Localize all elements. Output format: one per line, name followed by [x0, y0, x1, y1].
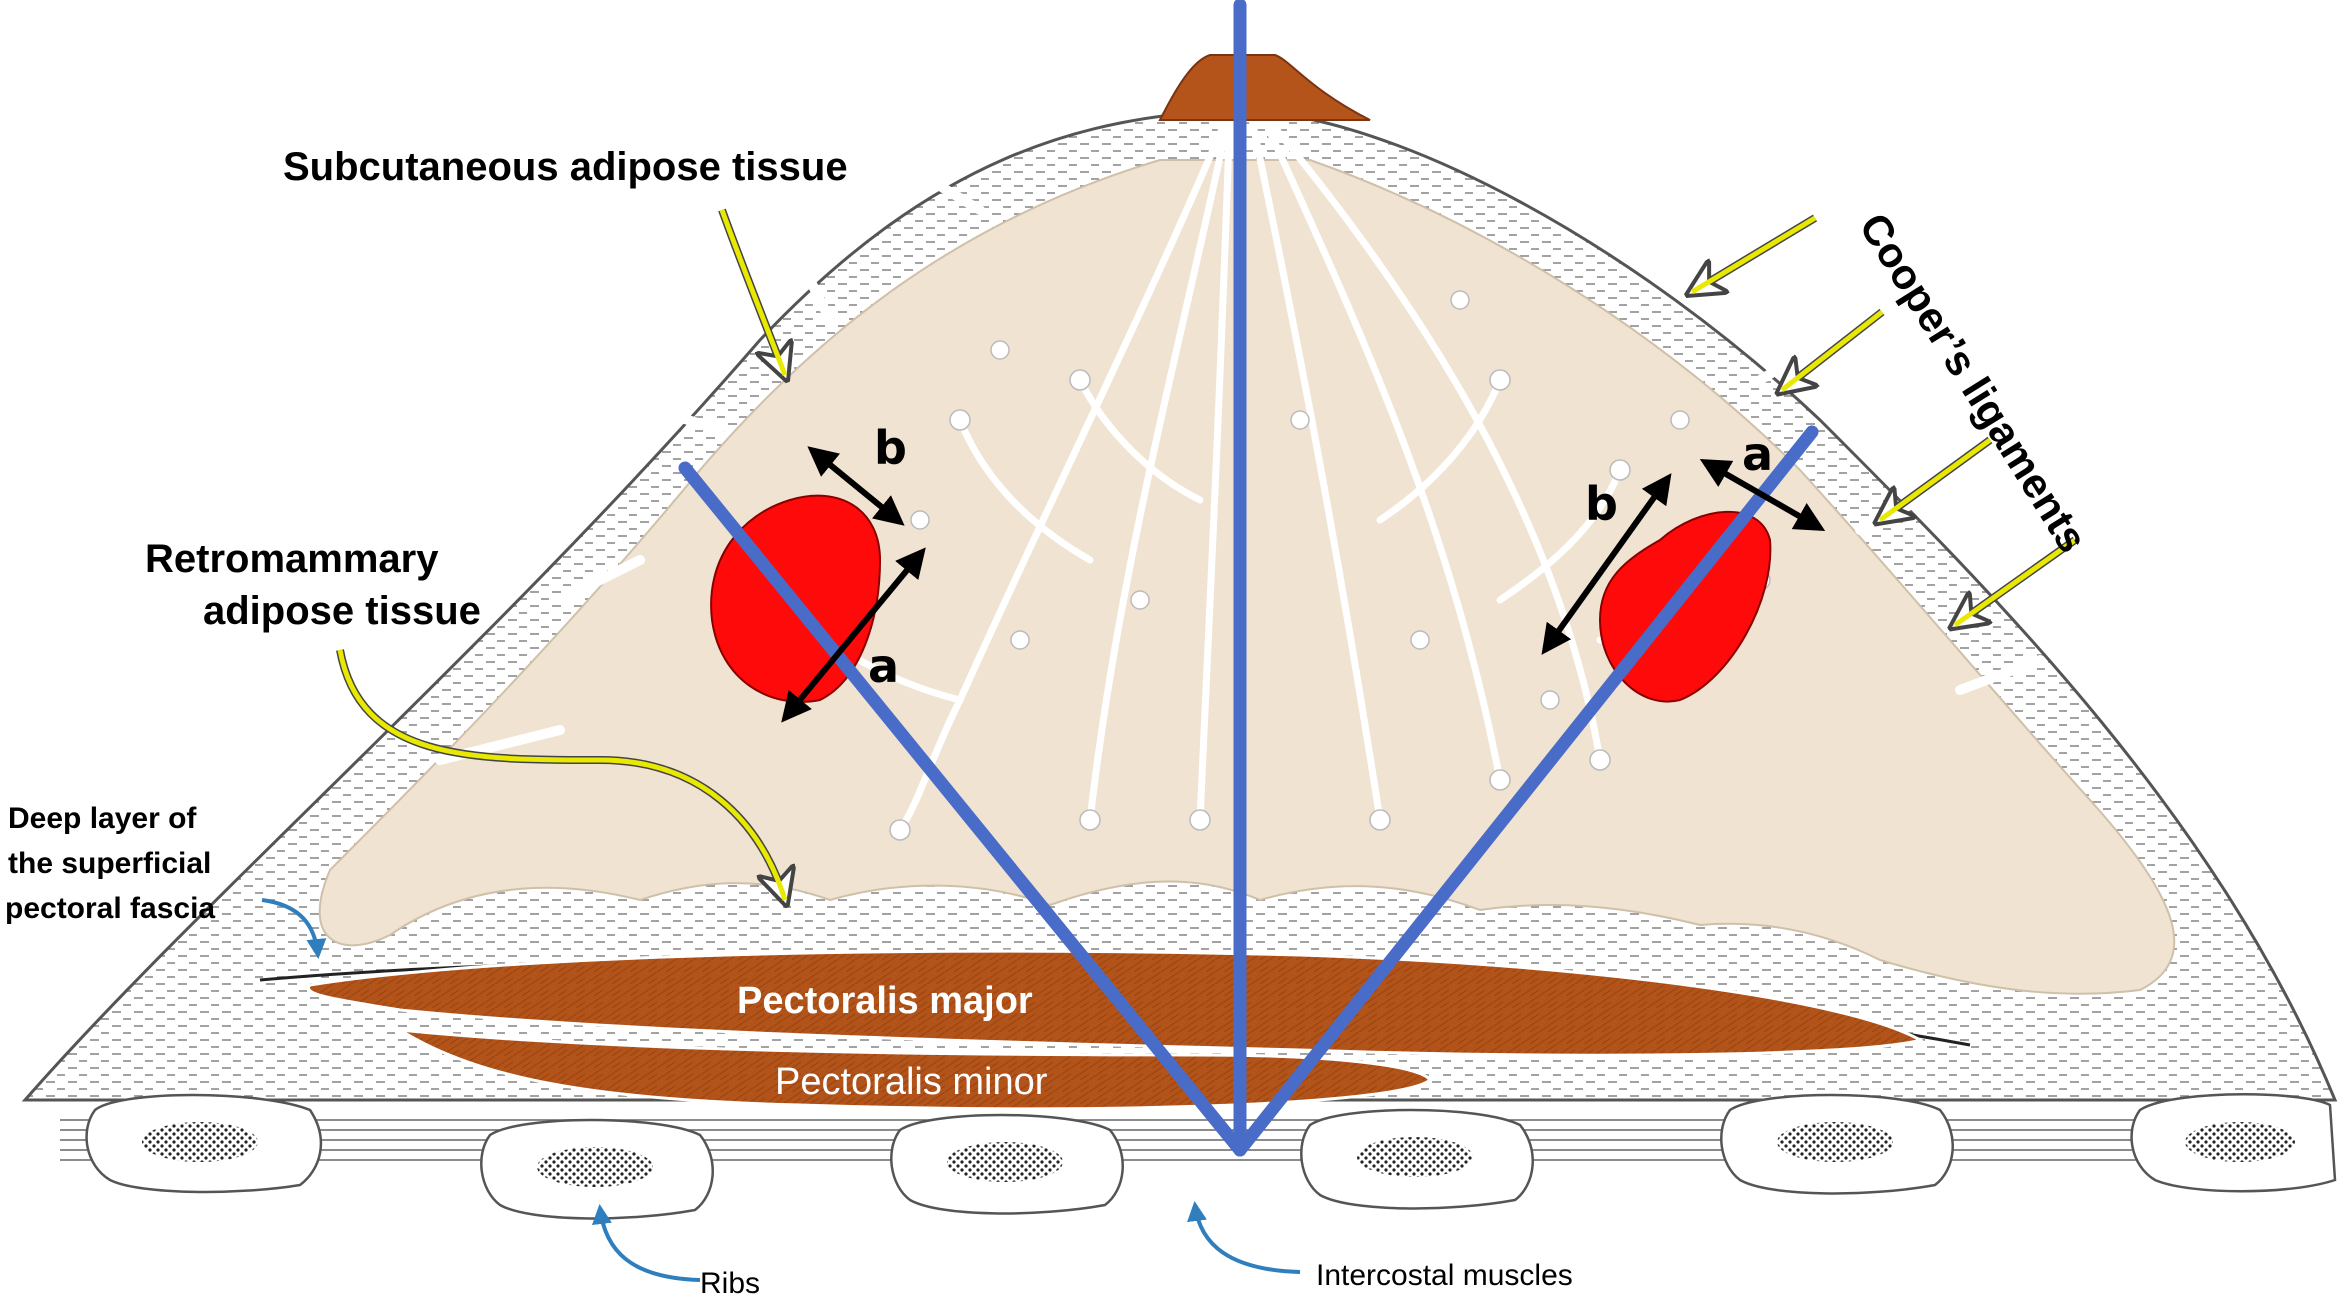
right-b-letter: b — [1585, 477, 1618, 531]
retromammary-label-line2: adipose tissue — [203, 589, 481, 633]
retromammary-label-line1: Retromammary — [145, 537, 439, 581]
right-b-arrow — [1541, 473, 1672, 655]
intercostal-label: Intercostal muscles — [1316, 1259, 1573, 1292]
ribs-label: Ribs — [700, 1267, 760, 1298]
ribs — [85, 1093, 2337, 1220]
ribs-arrow — [591, 1204, 701, 1282]
fascia-arrow — [261, 898, 327, 959]
retromammary-arrow — [336, 649, 785, 900]
rib — [1720, 1093, 1954, 1195]
subcutaneous-label: Subcutaneous adipose tissue — [283, 145, 848, 189]
left-b-letter: b — [874, 421, 907, 475]
blue-pointer-arrows — [261, 898, 1301, 1282]
left-a-arrow — [781, 547, 926, 723]
rib — [890, 1113, 1124, 1215]
subcutaneous-arrow — [718, 208, 785, 375]
pectoralis-minor-muscle — [399, 1028, 1433, 1111]
deep-layer-label-line1: Deep layer of — [8, 802, 197, 835]
intercostal-muscles — [60, 1119, 2330, 1161]
left-oblique-line — [678, 461, 1247, 1157]
pectoralis-minor-label: Pectoralis minor — [775, 1061, 1048, 1103]
deep-layer-label-line3: pectoral fascia — [5, 892, 215, 925]
coopers-arrows — [1692, 214, 2078, 625]
rib — [85, 1093, 323, 1194]
right-a-arrow — [1699, 459, 1826, 531]
dimension-arrows — [781, 446, 1826, 723]
reference-lines — [678, 0, 1819, 1157]
rib — [2130, 1093, 2337, 1193]
left-a-letter: a — [868, 639, 899, 693]
nipple — [1158, 54, 1371, 121]
rib — [1300, 1108, 1534, 1210]
rib — [480, 1118, 714, 1220]
pectoralis-major-label: Pectoralis major — [737, 980, 1033, 1022]
intercostal-arrow — [1187, 1201, 1301, 1274]
deep-layer-label-line2: the superficial — [8, 847, 211, 880]
right-oblique-line — [1233, 425, 1819, 1157]
label-arrows — [336, 208, 2078, 900]
right-a-letter: a — [1742, 427, 1773, 481]
left-b-arrow — [807, 446, 905, 526]
